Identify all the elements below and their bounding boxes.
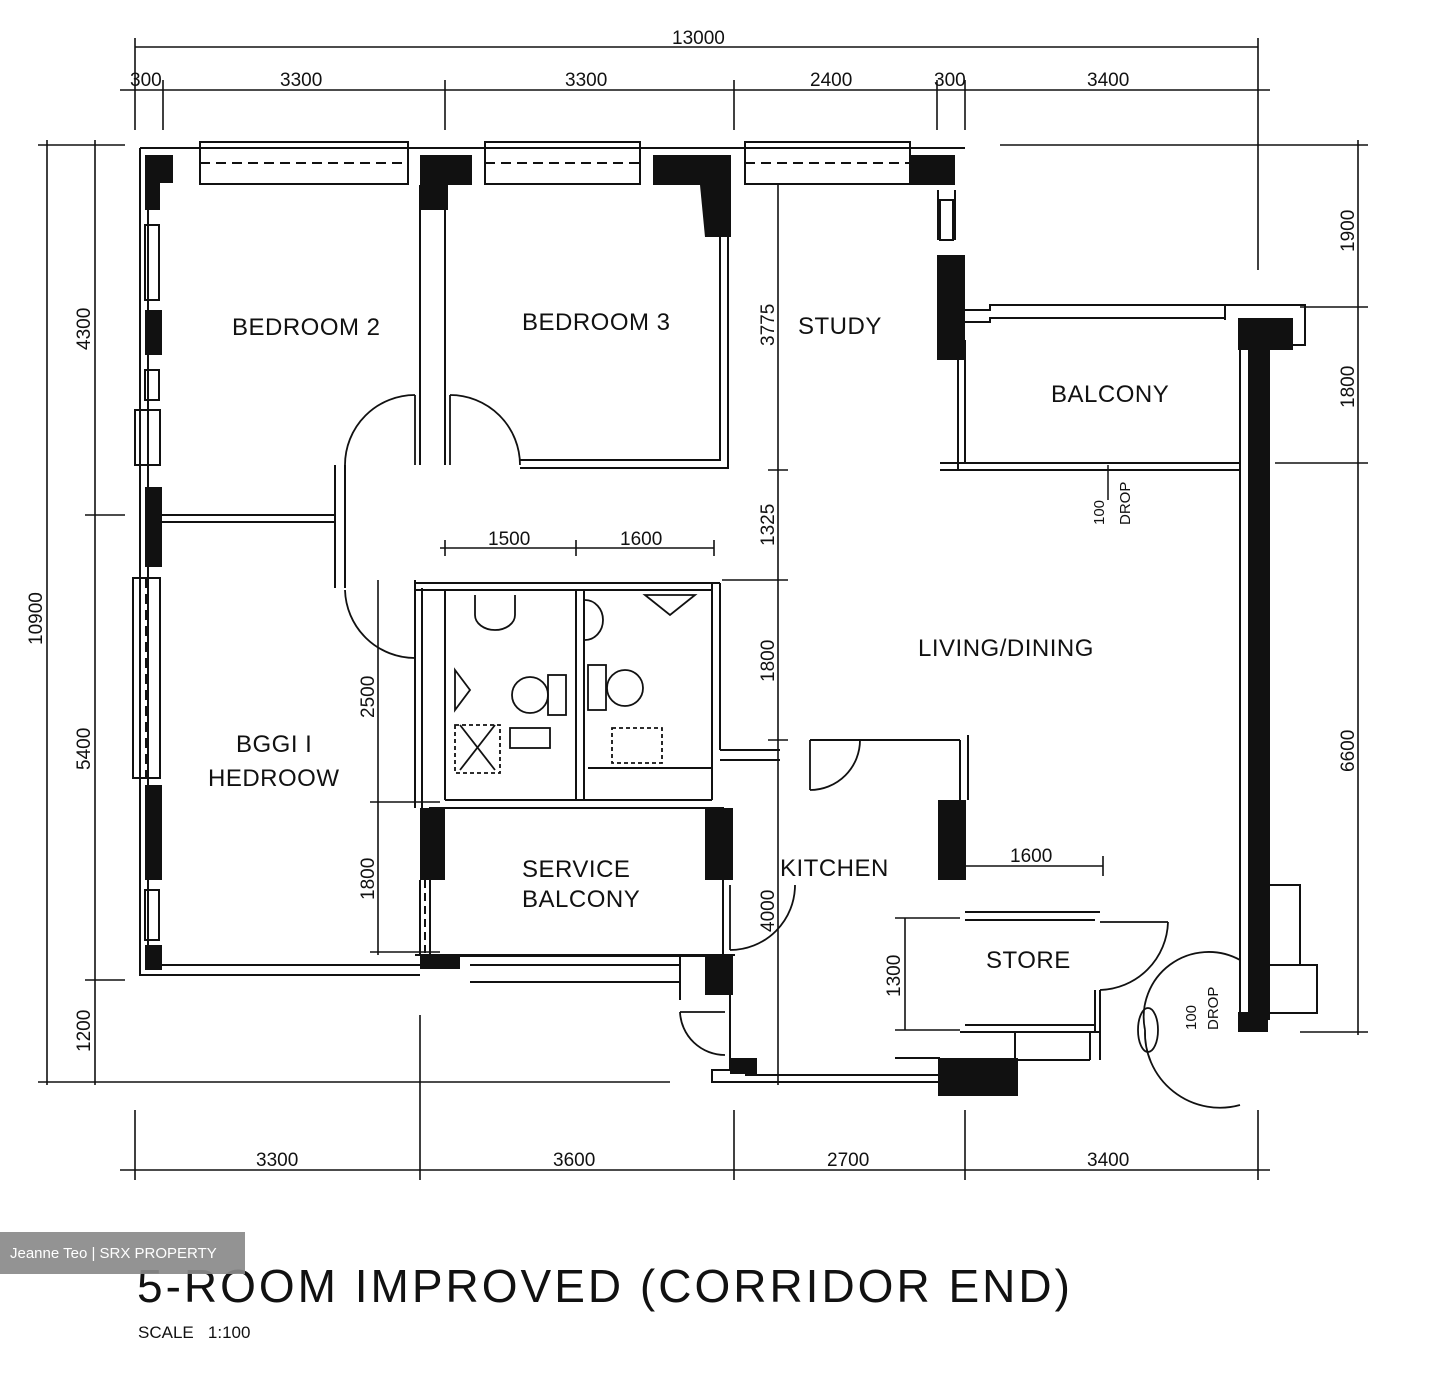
room-label-master-bedroom-1: BGGI I xyxy=(236,731,312,758)
watermark-text: Jeanne Teo | SRX PROPERTY xyxy=(10,1245,217,1262)
structural-columns xyxy=(145,155,1293,1096)
dim-bath-2: 1600 xyxy=(620,529,662,550)
store-drop-label: DROP xyxy=(1205,987,1222,1030)
dim-right-2: 1800 xyxy=(1338,366,1359,408)
room-label-balcony: BALCONY xyxy=(1051,381,1169,408)
dim-overall-width: 13000 xyxy=(672,28,725,49)
dim-store-height: 1300 xyxy=(884,955,905,997)
dim-left-1: 4300 xyxy=(74,308,95,350)
dim-bottom-1: 3300 xyxy=(256,1150,298,1171)
dimension-lines xyxy=(38,38,1368,1180)
dim-right-3: 6600 xyxy=(1338,730,1359,772)
walls xyxy=(132,141,1318,1083)
plan-scale: SCALE 1:100 xyxy=(138,1323,250,1342)
doors-and-fixtures xyxy=(344,394,1241,1109)
dim-left-3: 1200 xyxy=(74,1010,95,1052)
room-label-bedroom-3: BEDROOM 3 xyxy=(522,309,671,336)
room-labels: BEDROOM 2 BEDROOM 3 STUDY BALCONY LIVING… xyxy=(208,309,1169,974)
dim-bath-1: 1500 xyxy=(488,529,530,550)
room-label-living-dining: LIVING/DINING xyxy=(918,635,1094,662)
room-label-service-balcony-2: BALCONY xyxy=(522,886,640,913)
dim-inner-v1: 3775 xyxy=(758,304,779,346)
room-label-kitchen: KITCHEN xyxy=(780,855,889,882)
dim-bottom-2: 3600 xyxy=(553,1150,595,1171)
drop-markers: 100 DROP 100 DROP xyxy=(1091,465,1222,1030)
room-label-study: STUDY xyxy=(798,313,882,340)
dim-store-width: 1600 xyxy=(1010,846,1052,867)
dim-left-2: 5400 xyxy=(74,728,95,770)
dim-inner-v2: 1325 xyxy=(758,504,779,546)
dim-inner-v4: 4000 xyxy=(758,890,779,932)
dim-inner-left-2: 1800 xyxy=(358,858,379,900)
room-label-master-bedroom-2: HEDROOW xyxy=(208,765,340,792)
dim-inner-left-1: 2500 xyxy=(358,676,379,718)
dim-top-5: 300 xyxy=(934,70,966,91)
dim-top-6: 3400 xyxy=(1087,70,1129,91)
dim-top-4: 2400 xyxy=(810,70,852,91)
watermark-banner xyxy=(0,1232,245,1274)
room-label-service-balcony-1: SERVICE xyxy=(522,856,630,883)
store-drop-value: 100 xyxy=(1183,1005,1200,1030)
balcony-drop-value: 100 xyxy=(1091,500,1108,525)
plan-title: 5-ROOM IMPROVED (CORRIDOR END) xyxy=(137,1260,1073,1312)
dim-top-2: 3300 xyxy=(280,70,322,91)
room-label-store: STORE xyxy=(986,947,1071,974)
dim-bottom-3: 2700 xyxy=(827,1150,869,1171)
dim-top-1: 300 xyxy=(130,70,162,91)
dim-bottom-4: 3400 xyxy=(1087,1150,1129,1171)
dimension-labels: 13000 300 3300 3300 2400 300 3400 3300 3… xyxy=(26,28,1359,1171)
dim-inner-v3: 1800 xyxy=(758,640,779,682)
dim-top-3: 3300 xyxy=(565,70,607,91)
balcony-drop-label: DROP xyxy=(1117,482,1134,525)
dim-right-1: 1900 xyxy=(1338,210,1359,252)
dim-left-overall: 10900 xyxy=(26,592,47,645)
room-label-bedroom-2: BEDROOM 2 xyxy=(232,314,381,341)
